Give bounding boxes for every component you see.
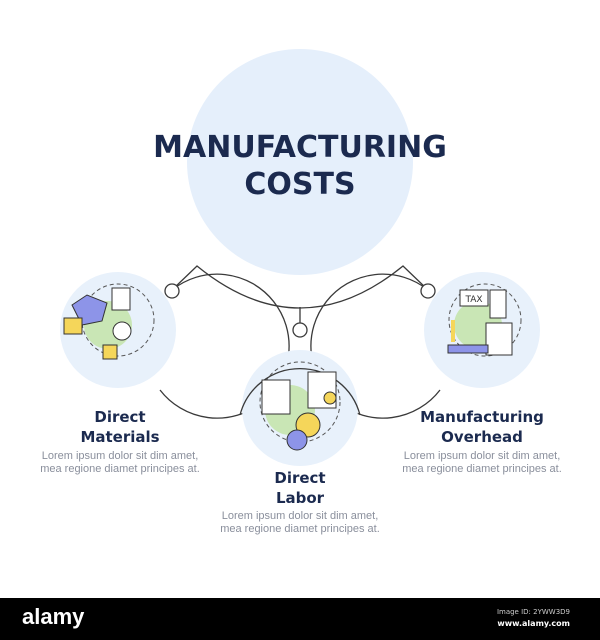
- tax-label: TAX: [464, 295, 482, 305]
- labor-body: Lorem ipsum dolor sit dim amet, mea regi…: [220, 510, 380, 535]
- diagram-graphics: TAX: [60, 49, 540, 466]
- title-line-1: MANUFACTURING: [153, 130, 447, 165]
- alamy-logo: alamy: [22, 604, 85, 629]
- overhead-heading-line-1: Manufacturing: [420, 408, 544, 426]
- labor-heading-line-1: Direct: [274, 469, 326, 487]
- materials-body: Lorem ipsum dolor sit dim amet, mea regi…: [40, 450, 200, 475]
- watermark-footer: alamy Image ID: 2YWW3D9 www.alamy.com: [0, 598, 600, 640]
- image-id: Image ID: 2YWW3D9: [496, 608, 570, 616]
- overhead-body: Lorem ipsum dolor sit dim amet, mea regi…: [402, 450, 562, 475]
- labor-arc: [239, 368, 361, 416]
- node: [292, 322, 308, 338]
- materials-icon: [63, 283, 155, 360]
- node: [164, 283, 180, 299]
- title-line-2: COSTS: [244, 167, 356, 202]
- labor-heading-line-2: Labor: [275, 489, 325, 507]
- overhead-heading-line-2: Overhead: [441, 428, 523, 446]
- labor-icon: [259, 361, 341, 451]
- page-title: MANUFACTURING COSTS: [90, 129, 510, 203]
- image-info: Image ID: 2YWW3D9 www.alamy.com: [497, 606, 570, 630]
- overhead-icon: TAX: [447, 283, 522, 357]
- title-circle: [187, 49, 413, 275]
- connector-lines: [171, 265, 429, 330]
- materials-heading-line-2: Materials: [80, 428, 160, 446]
- materials-heading-line-1: Direct: [94, 408, 146, 426]
- node: [420, 283, 436, 299]
- site-url: www.alamy.com: [497, 619, 570, 628]
